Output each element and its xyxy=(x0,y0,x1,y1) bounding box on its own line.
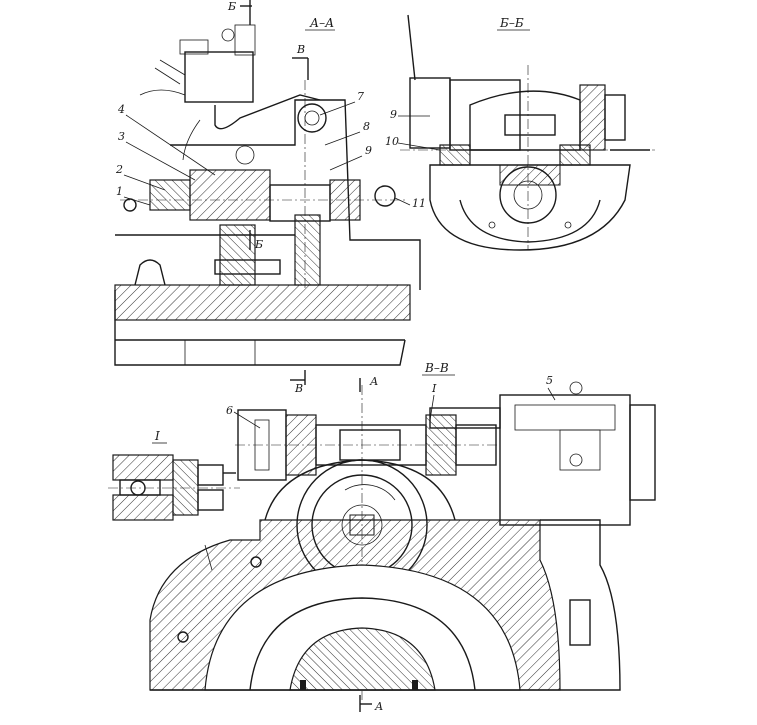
view-section-bb xyxy=(400,14,655,251)
detail-ref-mark: I xyxy=(431,382,437,395)
cut-mark-a-bottom: А xyxy=(374,700,383,713)
cut-mark-a-mid: А xyxy=(369,375,378,388)
cut-mark-v-mid: В xyxy=(294,382,303,395)
callout-3: 3 xyxy=(118,130,125,143)
callout-10: 10 xyxy=(385,135,399,148)
section-title-vv: В–В xyxy=(424,361,449,375)
view-section-vv xyxy=(149,381,656,700)
callout-11: 11 xyxy=(412,197,426,210)
callout-6: 6 xyxy=(226,404,233,417)
callout-9-aa: 9 xyxy=(365,144,372,157)
section-title-detail-i: I xyxy=(154,429,160,443)
callout-8: 8 xyxy=(363,120,370,133)
callout-7: 7 xyxy=(357,90,364,103)
view-section-aa xyxy=(114,0,421,366)
callout-1: 1 xyxy=(116,185,123,198)
cut-mark-b-top: Б xyxy=(227,0,236,13)
section-title-bb: Б–Б xyxy=(499,16,524,30)
callout-9-bb: 9 xyxy=(390,108,397,121)
cut-mark-v-top: В xyxy=(296,43,305,56)
cut-mark-b-mid: Б xyxy=(254,238,263,251)
detail-view-i xyxy=(108,454,240,521)
callout-2: 2 xyxy=(115,163,123,176)
section-title-aa: А–А xyxy=(309,16,334,30)
callout-5: 5 xyxy=(546,374,553,387)
callout-4: 4 xyxy=(117,103,125,116)
